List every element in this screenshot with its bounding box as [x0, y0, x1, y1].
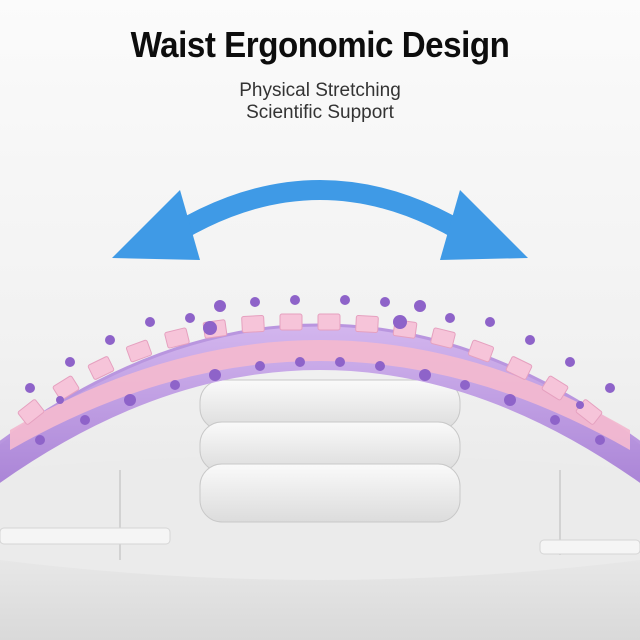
support-stack [199, 379, 461, 523]
subtitle-line-1: Physical Stretching [239, 80, 401, 101]
headline: Waist Ergonomic Design [130, 24, 510, 65]
massage-pad-row [17, 313, 603, 425]
acupressure-nubs [25, 295, 615, 445]
double-headed-curved-arrow-icon [112, 180, 528, 260]
subtitle-line-2: Scientific Support [246, 102, 394, 123]
